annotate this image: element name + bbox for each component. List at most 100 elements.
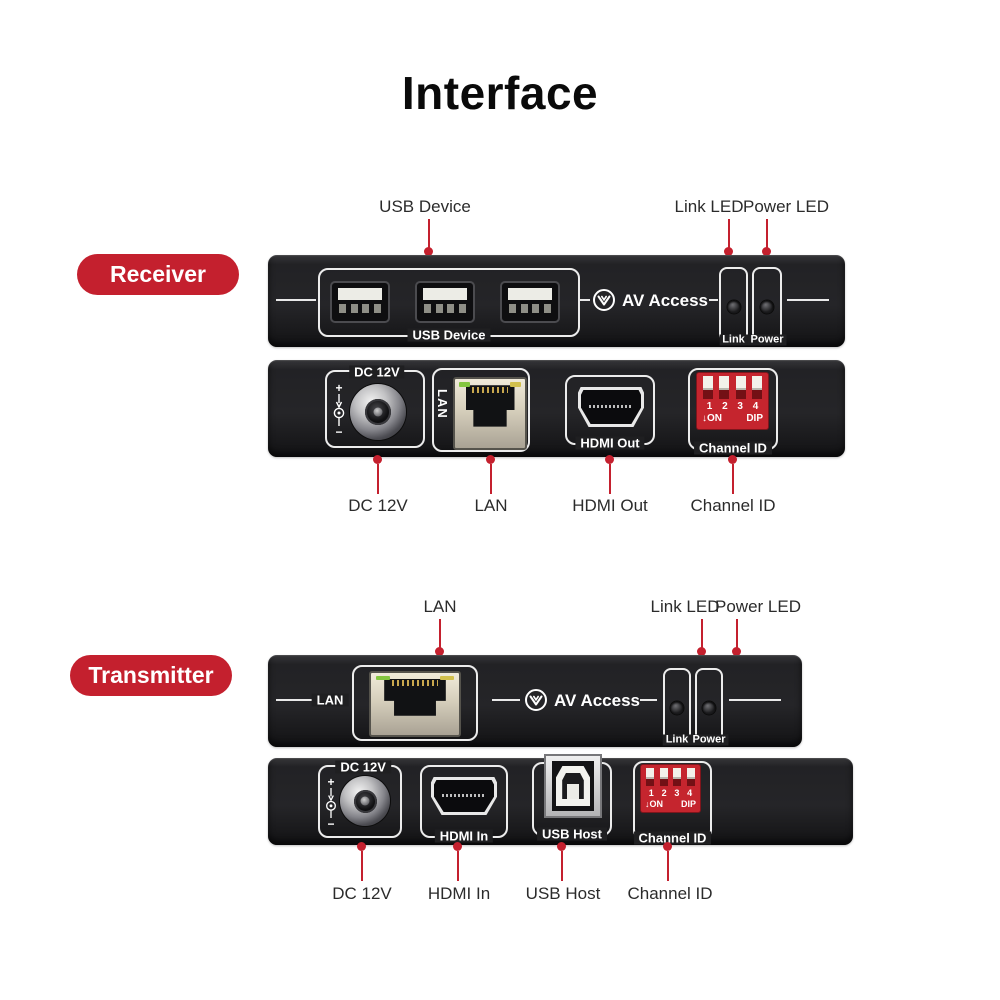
usb-a-port [500,281,560,323]
rj45-green-led [459,382,471,388]
hdmi-out-label: HDMI Out [575,436,645,450]
channel-group-outline: Channel ID [688,368,778,455]
rj45-yellow-led [509,382,521,388]
rj45-port [453,377,527,450]
dc-label: DC 12V [335,760,391,774]
panel-line [640,699,657,701]
usb-group-outline: USB Device [318,268,580,342]
lan-front-label: LAN [311,693,349,707]
callout-line [490,464,492,494]
power-led-indicator [702,701,716,715]
usb-tongue [337,287,383,301]
callout-power-led: Power LED [715,597,801,616]
callout-line [428,219,430,249]
callout-line [457,851,459,881]
channel-id-label: Channel ID [694,441,772,455]
callout-channel-id: Channel ID [690,496,776,515]
dc-group-outline: DC 12V [318,760,402,838]
lan-group-outline [352,665,478,741]
callout-dc12v: DC 12V [348,496,408,515]
dip-on-label: ↓ON [702,413,722,424]
hdmi-group-outline: HDMI In [420,765,508,843]
receiver-back-panel: DC 12V + − LAN HDMI Out [268,360,845,457]
callout-channel-id: Channel ID [627,884,713,903]
dip-num: 3 [674,788,680,798]
dc-jack-pin [373,407,383,417]
channel-group-outline: Channel ID [633,761,712,845]
usb-pins [424,303,466,313]
link-led-label: Link [719,334,748,346]
callout-hdmi-out: HDMI Out [572,496,648,515]
usb-a-port [330,281,390,323]
hdmi-port [431,777,497,815]
dip-foot: ↓ON DIP [641,799,700,809]
hdmi-pins [442,793,486,798]
dc-jack-pin [360,796,370,806]
usb-a-port [415,281,475,323]
callout-line [361,851,363,881]
brand-text: AV Access [622,291,708,310]
dip-num: 4 [687,788,693,798]
callout-dot [605,455,614,464]
panel-line [276,299,316,301]
rj45-yellow-led [439,676,454,681]
link-led-box: Link [719,267,748,346]
link-led-label: Link [662,734,692,746]
callout-dot [557,842,566,851]
dip-num: 3 [737,401,743,412]
callout-dot [728,455,737,464]
dip-sliders [697,373,768,399]
hdmi-pins [589,404,633,409]
dip-numbers: 1 2 3 4 [697,401,768,412]
callout-line [561,851,563,881]
dc-label: DC 12V [349,365,405,379]
callout-usb-device: USB Device [379,197,471,216]
callout-lan: LAN [474,496,508,515]
dip-dip-label: DIP [680,799,696,809]
callout-dot [663,842,672,851]
dip-foot: ↓ON DIP [697,413,768,424]
page-title: Interface [401,67,599,119]
link-led-indicator [670,701,684,715]
callout-line [439,619,441,649]
link-led-indicator [727,300,740,314]
callout-dot [732,647,741,656]
callout-dot [373,455,382,464]
center-pin-icon [326,788,336,818]
dc-jack [350,384,406,440]
dip-switch: 1 2 3 4 ↓ON DIP [641,765,700,812]
power-led-label: Power [689,734,729,746]
channel-id-label: Channel ID [633,831,712,845]
rj45-green-led [376,676,391,681]
panel-line [729,699,781,701]
receiver-front-panel: USB Device AV Access Link Power [268,255,845,347]
dc-group-outline: DC 12V [325,365,425,448]
power-led-box: Power [689,668,729,746]
panel-line [492,699,520,701]
callout-dot [762,247,771,256]
panel-line [580,299,590,301]
receiver-badge: Receiver [77,254,239,295]
brand-text: AV Access [554,691,640,710]
usb-group-label: USB Device [407,328,491,342]
lan-group-outline [432,368,530,452]
dip-num: 4 [752,401,759,412]
dip-num: 2 [722,401,728,412]
polarity-minus: − [327,817,335,831]
power-led-indicator [760,300,774,314]
polarity-icon: + − [323,776,339,830]
callout-link-led: Link LED [674,197,744,216]
dip-numbers: 1 2 3 4 [641,788,700,798]
callout-power-led: Power LED [743,197,829,216]
center-pin-icon [333,394,345,426]
hdmi-port [578,387,644,427]
transmitter-front-panel: LAN AV Access Link Power [268,655,802,747]
usb-pins [339,303,381,313]
usb-pins [509,303,551,313]
usb-b-tab [566,783,580,800]
rj45-pins [392,680,438,687]
lan-label: LAN [435,389,450,419]
callout-dot [357,842,366,851]
dip-switch: 1 2 3 4 ↓ON DIP [697,373,768,429]
power-led-label: Power [747,334,787,346]
